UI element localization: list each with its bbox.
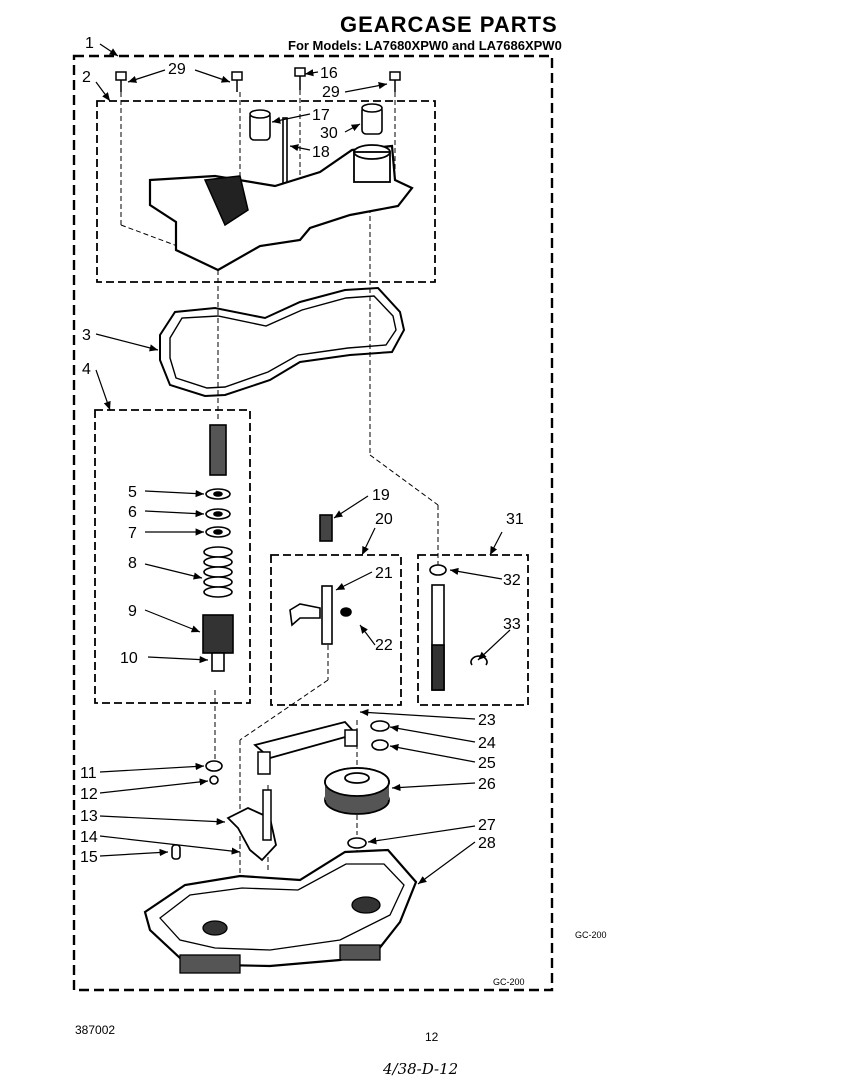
drive-shaft-parts <box>429 564 488 691</box>
screws <box>115 67 401 92</box>
callout-7: 7 <box>128 525 137 542</box>
callout-4: 4 <box>82 361 91 378</box>
callout-23: 23 <box>478 712 496 729</box>
leader-lines <box>95 43 511 885</box>
handwritten-note: 4/38-D-12 <box>383 1060 459 1078</box>
callout-8: 8 <box>128 555 137 572</box>
callout-13: 13 <box>80 808 98 825</box>
callout-2: 2 <box>82 69 91 86</box>
callout-27: 27 <box>478 817 496 834</box>
callout-29b: 29 <box>322 84 340 101</box>
callout-14: 14 <box>80 829 98 846</box>
callout-6: 6 <box>128 504 137 521</box>
callout-10: 10 <box>120 650 138 667</box>
doc-number: 387002 <box>75 1023 116 1037</box>
drive-shaft-assembly-box <box>417 554 529 706</box>
shift-fork-parts <box>289 514 352 645</box>
callout-29a: 29 <box>168 61 186 78</box>
callout-16: 16 <box>320 65 338 82</box>
gear-washer <box>347 837 367 849</box>
diagram-title: GEARCASE PARTS <box>340 12 558 37</box>
pinion-assembly-box <box>94 409 251 704</box>
gearcase-cover <box>148 144 414 272</box>
callout-12: 12 <box>80 786 98 803</box>
callout-31: 31 <box>506 511 524 528</box>
callout-26: 26 <box>478 776 496 793</box>
callout-9: 9 <box>128 603 137 620</box>
models-subtitle: For Models: LA7680XPW0 and LA7686XPW0 <box>288 38 562 53</box>
code-inner: GC-200 <box>493 977 525 987</box>
shift-fork-assembly-box <box>270 554 402 706</box>
bushings <box>249 103 383 187</box>
callout-21: 21 <box>375 565 393 582</box>
cover-boss <box>203 175 249 227</box>
callout-1: 1 <box>85 35 94 52</box>
callout-28: 28 <box>478 835 496 852</box>
callout-33: 33 <box>503 616 521 633</box>
pinion-stack <box>171 424 234 860</box>
cover-assembly-box <box>96 100 436 283</box>
callout-32: 32 <box>503 572 521 589</box>
gasket <box>159 286 406 398</box>
assembly-box-1 <box>72 54 554 992</box>
drive-gear <box>324 767 390 815</box>
callout-5: 5 <box>128 484 137 501</box>
callout-19: 19 <box>372 487 390 504</box>
callout-20: 20 <box>375 511 393 528</box>
code-outer: GC-200 <box>575 930 607 940</box>
callout-11: 11 <box>80 765 97 782</box>
callout-3: 3 <box>82 327 91 344</box>
callout-25: 25 <box>478 755 496 772</box>
callout-18: 18 <box>312 144 330 161</box>
callout-15: 15 <box>80 849 98 866</box>
callout-24: 24 <box>478 735 496 752</box>
callout-22: 22 <box>375 637 393 654</box>
page-number: 12 <box>425 1030 439 1044</box>
callout-30: 30 <box>320 125 338 142</box>
callout-17: 17 <box>312 107 330 124</box>
